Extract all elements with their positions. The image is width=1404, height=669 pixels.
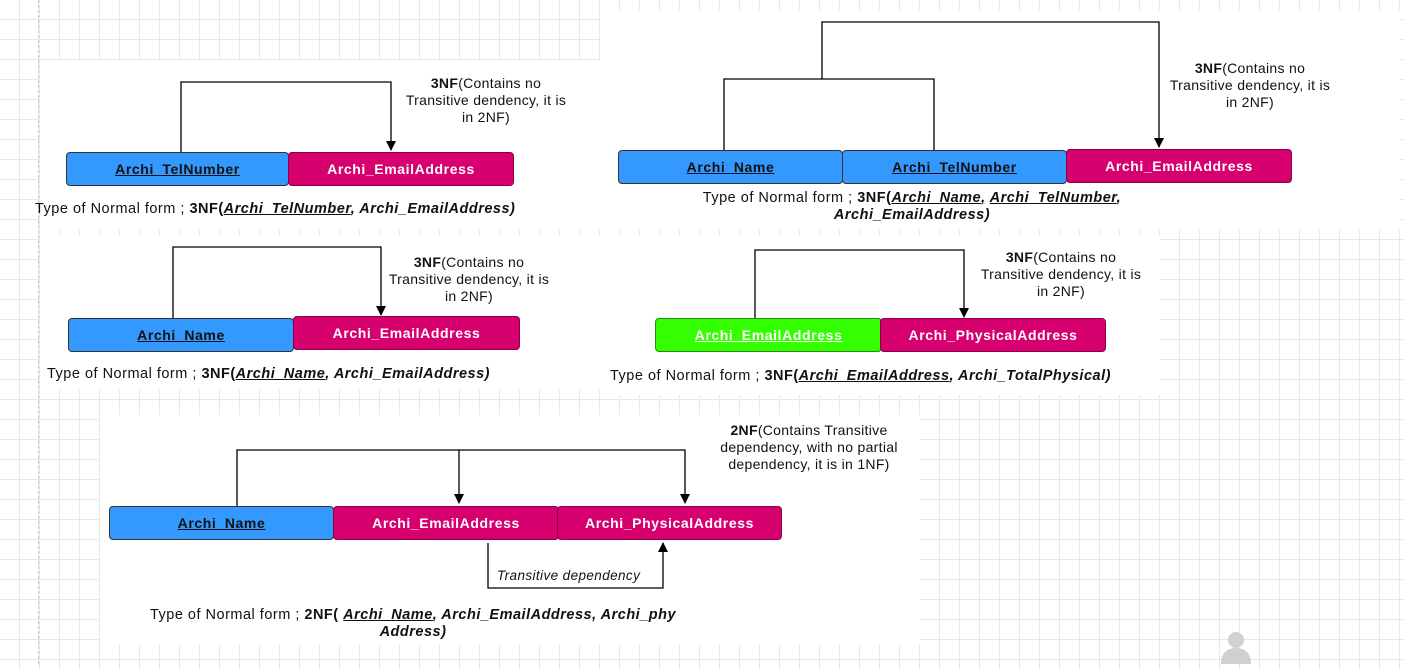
- normal-form-caption: Type of Normal form ; 3NF(Archi_EmailAdd…: [610, 368, 1111, 384]
- attribute-box-candidate[interactable]: Archi_EmailAddress: [655, 318, 882, 352]
- attribute-box-key[interactable]: Archi_Name: [109, 506, 334, 540]
- panel-mid-left: [40, 235, 600, 390]
- normal-form-caption: Type of Normal form ; 2NF( Archi_Name, A…: [149, 607, 677, 640]
- attribute-box-key[interactable]: Archi_TelNumber: [66, 152, 289, 186]
- page-border: [38, 0, 39, 664]
- dependency-arrow: [172, 246, 386, 318]
- normal-form-caption: Type of Normal form ; 3NF(Archi_Name, Ar…: [47, 366, 490, 382]
- normal-form-caption: Type of Normal form ; 3NF(Archi_Name, Ar…: [702, 190, 1122, 223]
- dependency-arrow: [180, 81, 396, 152]
- panel-mid-right: [600, 235, 1160, 395]
- attribute-box-dependent[interactable]: Archi_PhysicalAddress: [880, 318, 1106, 352]
- normal-form-note: 3NF(Contains no Transitive dendency, it …: [405, 75, 567, 125]
- dependency-arrow: [236, 449, 690, 506]
- attribute-box-dependent[interactable]: Archi_PhysicalAddress: [557, 506, 782, 540]
- attribute-box-key[interactable]: Archi_Name: [618, 150, 843, 184]
- dependency-arrow: [821, 21, 1164, 148]
- panel-top-right: [600, 10, 1400, 230]
- transitive-dependency-label: Transitive dependency: [497, 568, 641, 583]
- normal-form-note: 3NF(Contains no Transitive dendency, it …: [1169, 60, 1331, 110]
- attribute-box-key[interactable]: Archi_TelNumber: [842, 150, 1067, 184]
- normal-form-note: 3NF(Contains no Transitive dendency, it …: [388, 254, 550, 304]
- user-avatar-icon[interactable]: [1218, 630, 1254, 669]
- dependency-arrow: [754, 249, 969, 318]
- dependency-arrow: [723, 78, 935, 150]
- transitive-arrow: [487, 542, 668, 589]
- panel-top-left: [40, 60, 600, 230]
- attribute-box-dependent[interactable]: Archi_EmailAddress: [333, 506, 559, 540]
- normal-form-caption: Type of Normal form ; 3NF(Archi_TelNumbe…: [35, 201, 516, 217]
- attribute-box-dependent[interactable]: Archi_EmailAddress: [293, 316, 520, 350]
- attribute-box-dependent[interactable]: Archi_EmailAddress: [288, 152, 514, 186]
- normal-form-note: 2NF(Contains Transitive dependency, with…: [720, 422, 898, 472]
- normal-form-note: 3NF(Contains no Transitive dendency, it …: [980, 249, 1142, 299]
- attribute-box-key[interactable]: Archi_Name: [68, 318, 294, 352]
- attribute-box-dependent[interactable]: Archi_EmailAddress: [1066, 149, 1292, 183]
